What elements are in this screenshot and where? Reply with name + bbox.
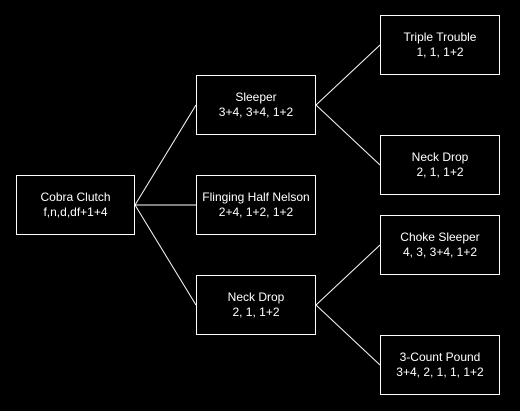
node-cobra-clutch: Cobra Clutch f,n,d,df+1+4: [16, 175, 135, 235]
node-name: Neck Drop: [411, 150, 469, 164]
node-input: 1, 1, 1+2: [416, 45, 464, 59]
node-name: Neck Drop: [227, 290, 285, 304]
node-neck-drop-mid: Neck Drop 2, 1, 1+2: [196, 275, 316, 335]
edge-cobra_clutch-to-sleeper: [134, 104, 197, 206]
node-input: 3+4, 3+4, 1+2: [218, 105, 294, 119]
node-input: 2+4, 1+2, 1+2: [218, 205, 294, 219]
edge-cobra_clutch-to-neck_drop_mid: [134, 204, 197, 306]
node-flinging-half-nelson: Flinging Half Nelson 2+4, 1+2, 1+2: [196, 175, 316, 235]
node-name: Choke Sleeper: [400, 230, 480, 244]
node-name: Sleeper: [235, 90, 277, 104]
node-triple-trouble: Triple Trouble 1, 1, 1+2: [380, 15, 500, 75]
edge-sleeper-to-neck_drop_top: [315, 104, 381, 166]
node-three-count-pound: 3-Count Pound 3+4, 2, 1, 1, 1+2: [380, 335, 500, 395]
edge-neck_drop_mid-to-three_count_pound: [315, 304, 381, 366]
node-name: Triple Trouble: [403, 30, 477, 44]
edge-neck_drop_mid-to-choke_sleeper: [315, 244, 381, 306]
node-input: f,n,d,df+1+4: [43, 205, 108, 219]
node-name: Cobra Clutch: [40, 190, 111, 204]
edge-sleeper-to-triple_trouble: [315, 44, 381, 106]
node-name: 3-Count Pound: [399, 350, 481, 364]
node-input: 2, 1, 1+2: [416, 165, 464, 179]
node-input: 4, 3, 3+4, 1+2: [402, 245, 478, 259]
node-neck-drop-top: Neck Drop 2, 1, 1+2: [380, 135, 500, 195]
node-name: Flinging Half Nelson: [202, 190, 310, 204]
node-input: 3+4, 2, 1, 1, 1+2: [396, 365, 484, 379]
node-input: 2, 1, 1+2: [232, 305, 280, 319]
node-choke-sleeper: Choke Sleeper 4, 3, 3+4, 1+2: [380, 215, 500, 275]
node-sleeper: Sleeper 3+4, 3+4, 1+2: [196, 75, 316, 135]
